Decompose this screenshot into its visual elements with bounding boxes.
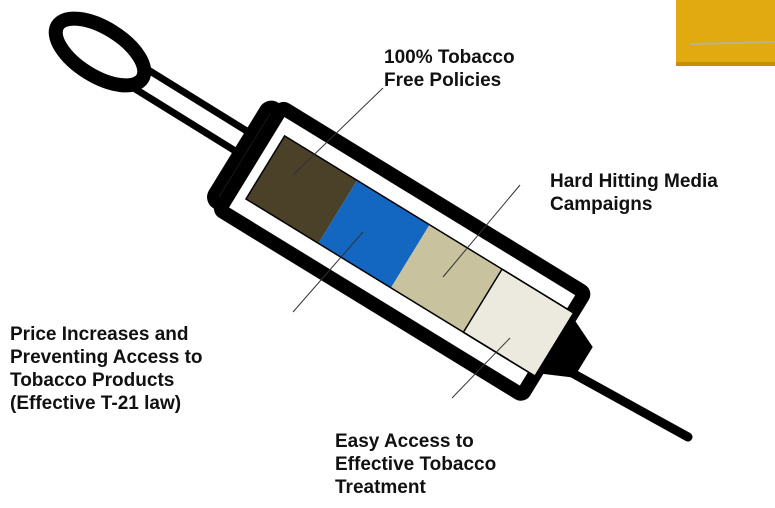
segment-price-increases: [318, 180, 430, 288]
label-line: Tobacco Products: [10, 370, 175, 391]
segment-tobacco-free-policies: [245, 135, 358, 244]
label-price-increases: Price Increases and Preventing Access to…: [10, 323, 203, 415]
label-line: 100% Tobacco: [384, 47, 515, 68]
leader-line-price: [292, 231, 364, 313]
segment-media-campaigns: [390, 224, 503, 333]
label-line: Treatment: [335, 477, 426, 498]
segment-outline: [244, 134, 575, 378]
leader-line-media: [442, 184, 521, 278]
label-line: Free Policies: [384, 70, 502, 91]
label-media-campaigns: Hard Hitting Media Campaigns: [550, 170, 718, 216]
leader-line-treatment: [451, 337, 511, 399]
leader-line-policies: [292, 87, 384, 176]
label-line: Campaigns: [550, 194, 653, 215]
label-tobacco-free-policies: 100% Tobacco Free Policies: [384, 46, 515, 92]
leader-lines: [292, 87, 521, 399]
syringe-plunger: [48, 11, 277, 169]
label-tobacco-treatment: Easy Access to Effective Tobacco Treatme…: [335, 430, 496, 499]
label-line: Hard Hitting Media: [550, 171, 718, 192]
label-line: Price Increases and: [10, 324, 189, 345]
label-line: Preventing Access to: [10, 347, 203, 368]
label-line: (Effective T-21 law): [10, 393, 182, 414]
label-line: Effective Tobacco: [335, 454, 497, 475]
label-line: Easy Access to: [335, 431, 474, 452]
corner-accent: [676, 0, 775, 66]
syringe-tip: [535, 315, 593, 378]
